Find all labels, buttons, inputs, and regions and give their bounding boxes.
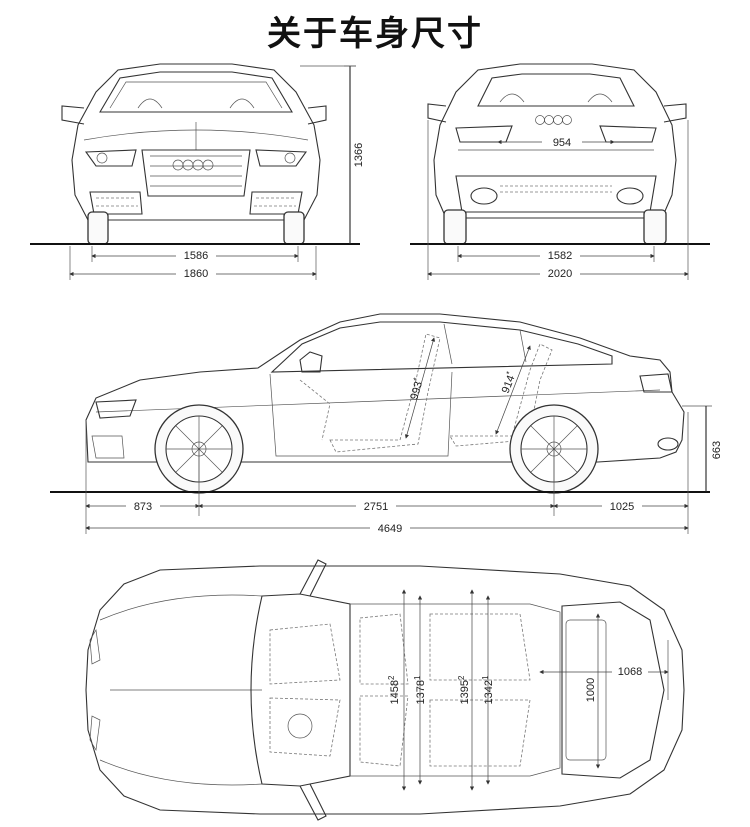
rear-elbow-label: 13952 (457, 675, 471, 704)
page-title: 关于车身尺寸 (267, 14, 483, 54)
front-headroom-label: 993* (406, 377, 425, 402)
rear-headroom-label: 914* (498, 370, 519, 395)
audi-rings-front (172, 159, 214, 171)
trunk-length-label: 1068 (618, 666, 642, 678)
front-shoulder-label: 13781 (413, 675, 427, 704)
rear-overhang-label: 1025 (610, 501, 634, 513)
rear-track-label: 1582 (548, 250, 572, 262)
loading-height-label: 663 (711, 441, 723, 459)
front-track-label: 1586 (184, 250, 208, 262)
side-view (50, 313, 712, 534)
rear-view (410, 63, 710, 280)
rear-width-label: 2020 (548, 268, 572, 280)
rear-shoulder-label: 13421 (481, 675, 495, 704)
audi-rings-rear (535, 115, 572, 125)
front-width-label: 1860 (184, 268, 208, 280)
front-view (30, 63, 360, 280)
rear-trunk-label: 954 (553, 137, 571, 149)
front-height-label: 1366 (353, 143, 365, 167)
front-overhang-label: 873 (134, 501, 152, 513)
top-view (85, 559, 685, 821)
trunk-width-label: 1000 (585, 678, 597, 702)
front-elbow-label: 14582 (387, 675, 401, 704)
wheelbase-label: 2751 (364, 501, 388, 513)
overall-length-label: 4649 (378, 523, 402, 535)
